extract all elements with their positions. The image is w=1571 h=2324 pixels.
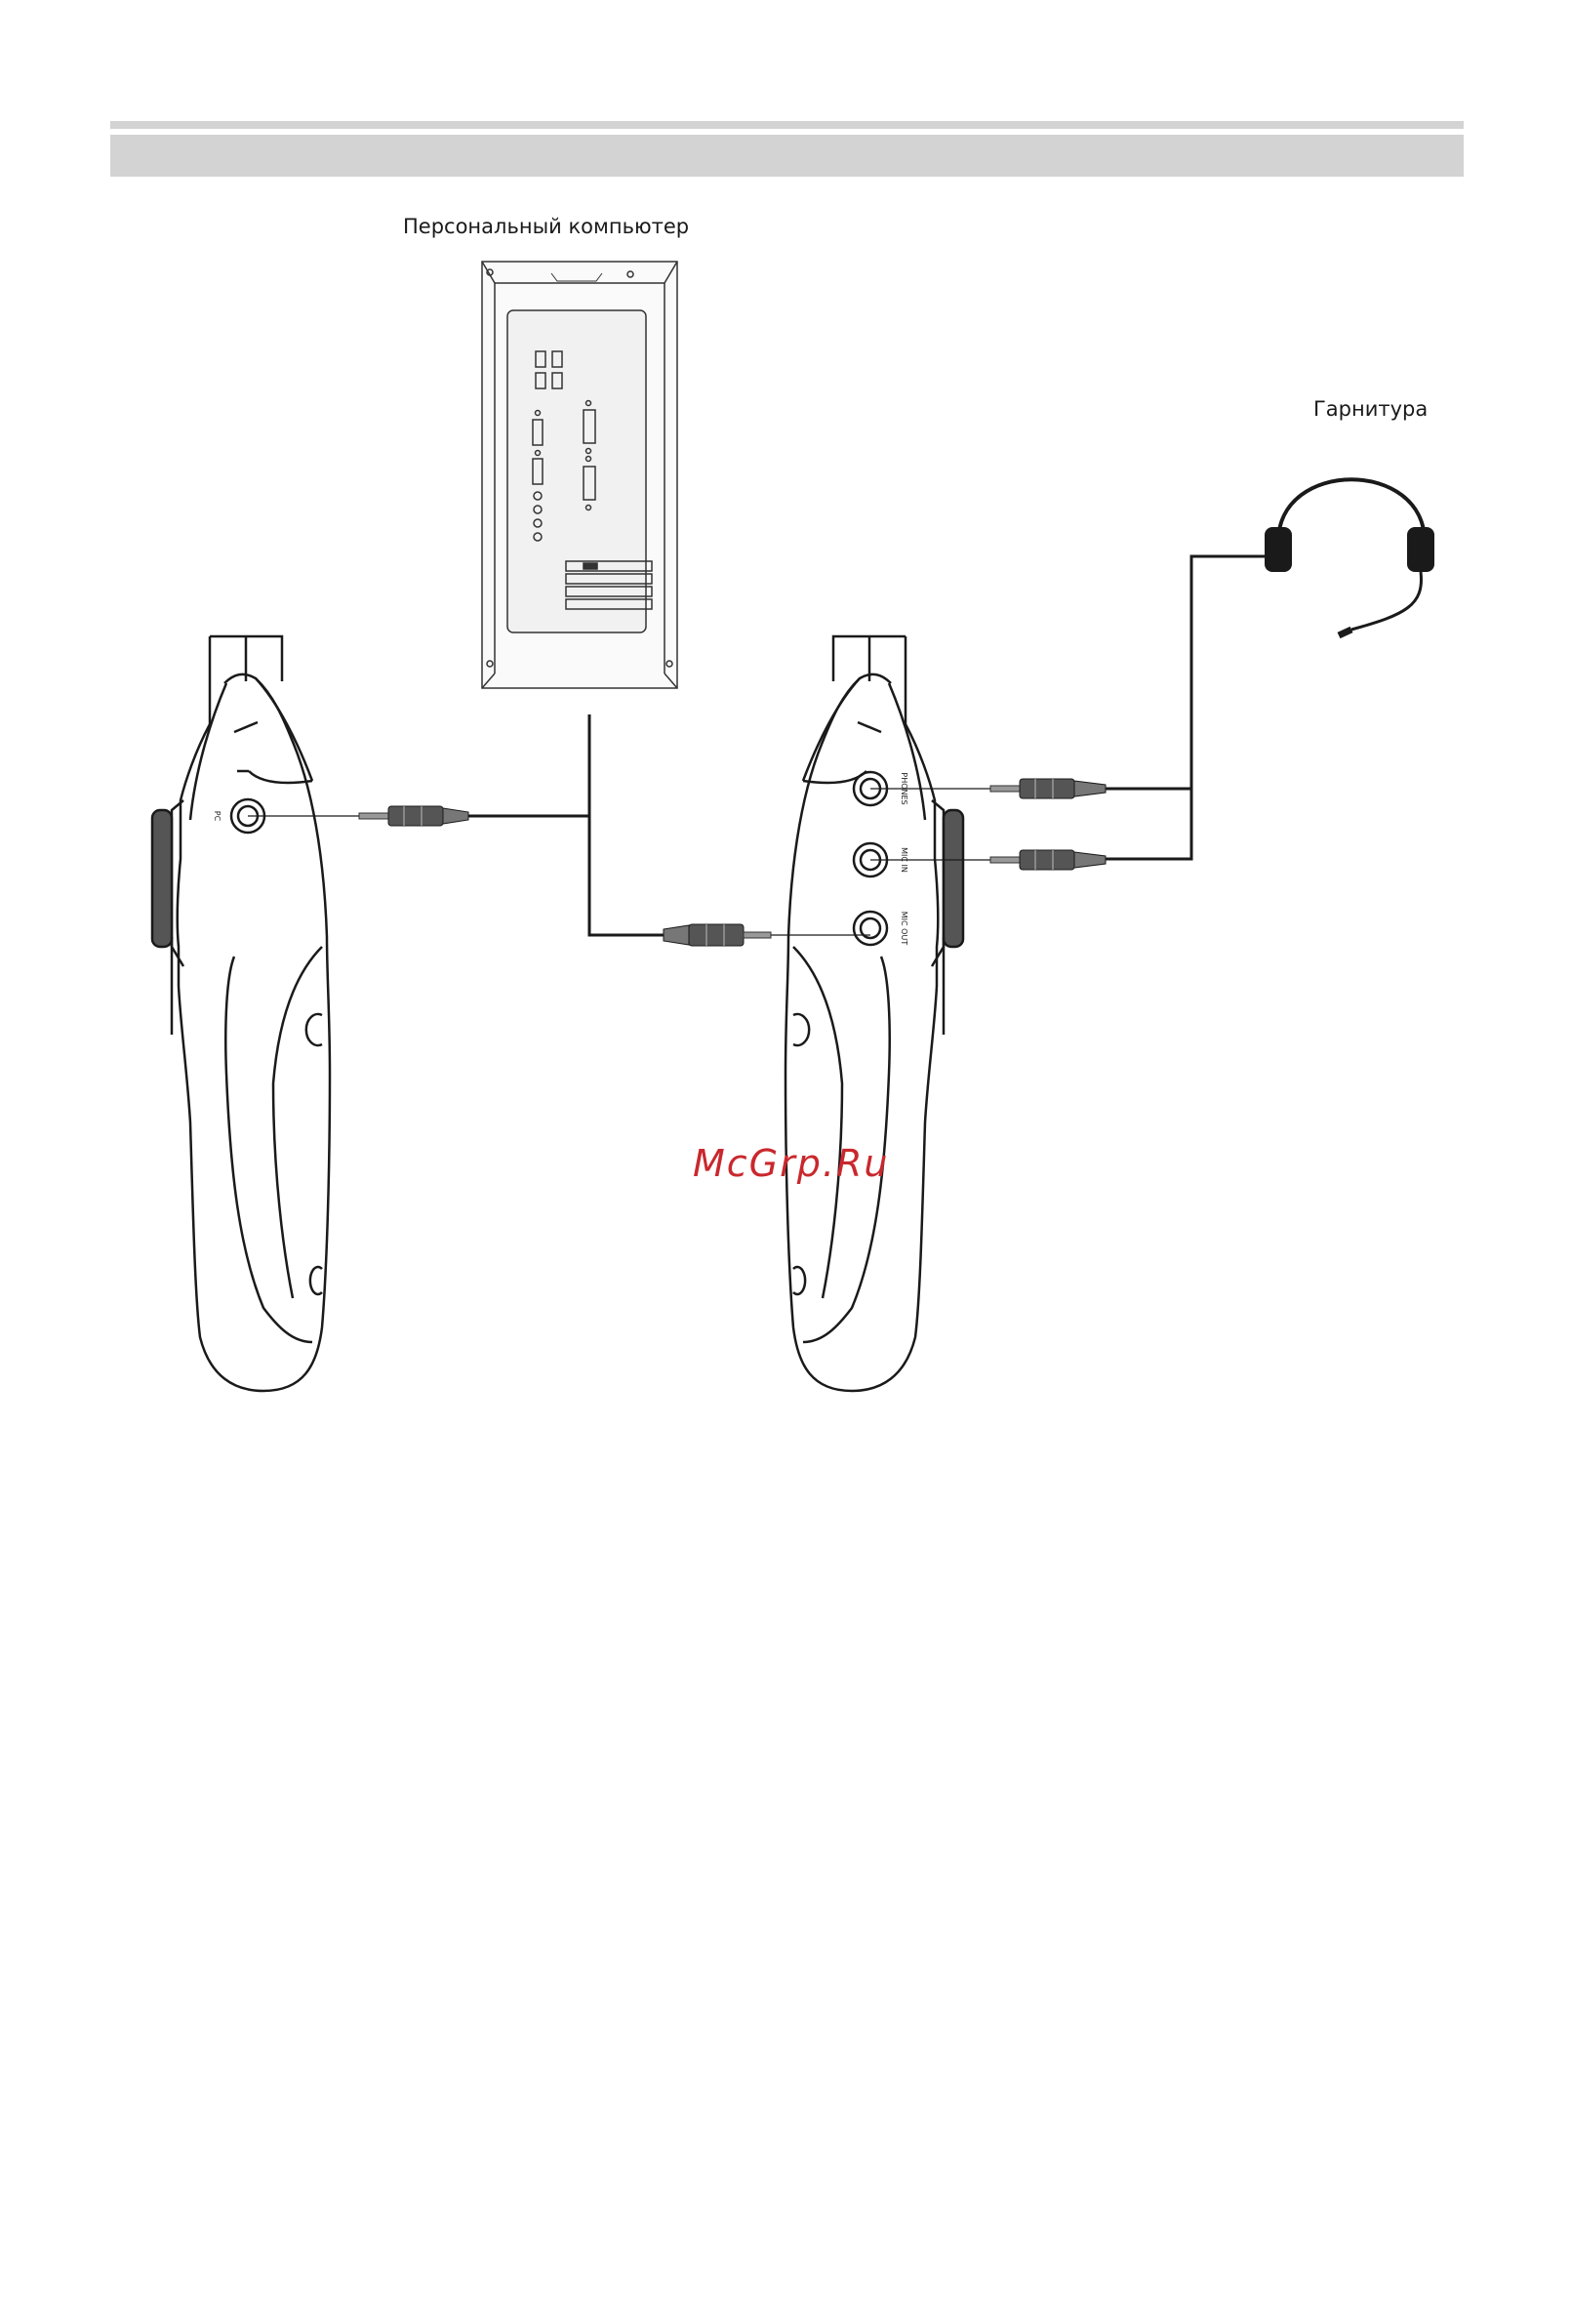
headset-icon xyxy=(1265,479,1434,635)
right-unit-icon xyxy=(786,636,963,1391)
audio-plug-phones-icon xyxy=(990,779,1106,798)
audio-plug-mic-in-icon xyxy=(990,850,1106,870)
left-unit-icon xyxy=(152,636,330,1391)
pc-label: Персональный компьютер xyxy=(403,215,689,238)
port-label-mic-out: MIC OUT xyxy=(900,912,908,946)
cables xyxy=(248,556,1271,935)
audio-plug-pc-icon xyxy=(359,806,468,826)
pc-tower-icon xyxy=(482,262,677,688)
port-label-pc: PC xyxy=(213,811,222,822)
watermark: McGrp.Ru xyxy=(693,1142,889,1185)
audio-plug-mic-out-icon xyxy=(664,924,771,946)
headset-label: Гарнитура xyxy=(1313,397,1428,421)
